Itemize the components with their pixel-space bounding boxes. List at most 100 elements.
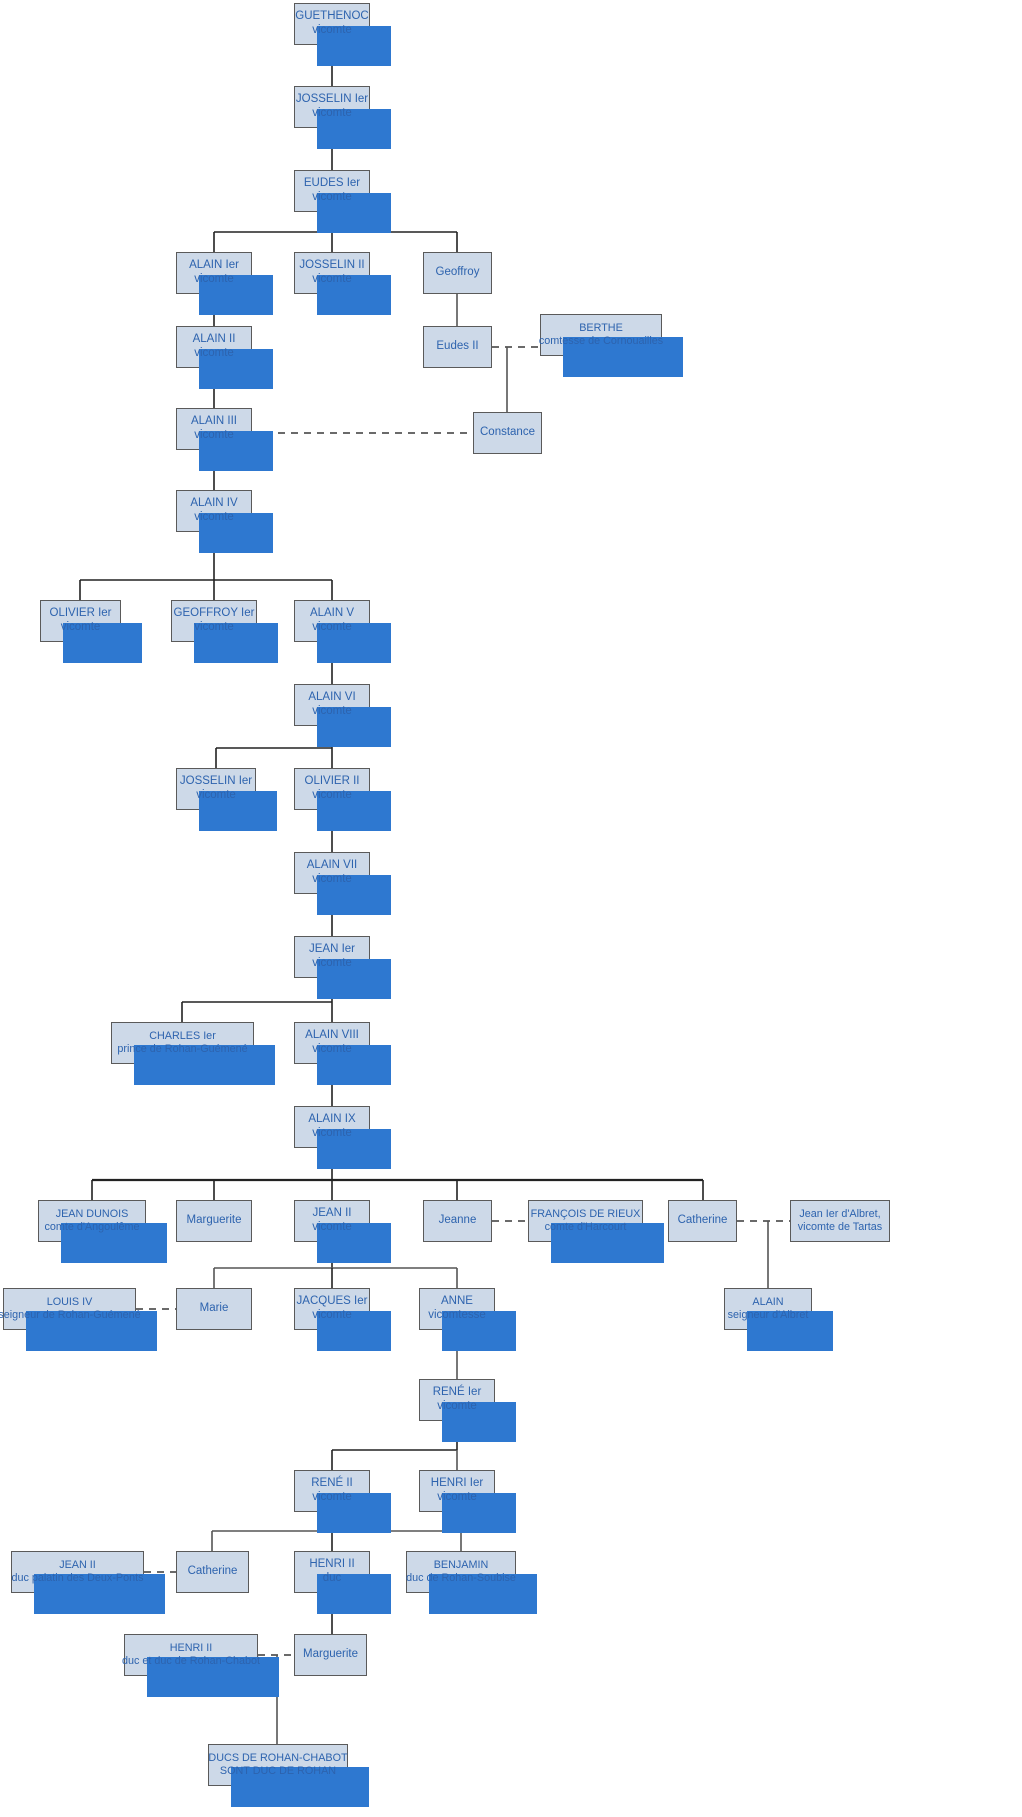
node-catherine2[interactable]: Catherine (176, 1551, 249, 1593)
node-alain1-primary-label: ALAIN Ier (189, 259, 239, 272)
node-francois-primary-label: FRANÇOIS DE RIEUX (530, 1208, 641, 1221)
node-alain5-secondary-label: vicomte (312, 621, 352, 633)
node-eudes1-secondary-label: vicomte (312, 191, 352, 203)
node-alain3-secondary-label: vicomte (194, 429, 234, 441)
node-jeanalbret[interactable]: Jean Ier d'Albret,vicomte de Tartas (790, 1200, 890, 1242)
node-henri1-secondary-label: vicomte (437, 1491, 477, 1503)
node-marguerite1-primary-label: Marguerite (186, 1214, 242, 1227)
node-jean1-secondary-label: vicomte (312, 957, 352, 969)
node-josselin2-secondary-label: vicomte (312, 273, 352, 285)
node-rene2-secondary-label: vicomte (312, 1491, 352, 1503)
node-constance[interactable]: Constance (473, 412, 542, 454)
node-alain5-primary-label: ALAIN V (309, 607, 355, 620)
node-eudes2[interactable]: Eudes II (423, 326, 492, 368)
node-alain8-secondary-label: vicomte (312, 1043, 352, 1055)
node-rene1-primary-label: RENÉ Ier (432, 1386, 482, 1399)
node-jean1-primary-label: JEAN Ier (308, 943, 355, 956)
node-geoffroy1-secondary-label: vicomte (194, 621, 234, 633)
node-alain7-primary-label: ALAIN VII (306, 859, 358, 872)
node-eudes2-primary-label: Eudes II (436, 340, 479, 353)
node-henri2duc-primary-label: HENRI II (309, 1558, 355, 1571)
node-marie-primary-label: Marie (199, 1302, 229, 1315)
node-eudes1-primary-label: EUDES Ier (303, 177, 361, 190)
node-catherine1[interactable]: Catherine (668, 1200, 737, 1242)
node-jeandunois-primary-label: JEAN DUNOIS (55, 1208, 129, 1221)
node-jeanalbret-primary-label: Jean Ier d'Albret, (799, 1208, 881, 1221)
node-francois-secondary-label: comte d'Harcourt (544, 1221, 627, 1233)
node-josselin1-primary-label: JOSSELIN Ier (295, 93, 369, 106)
node-constance-primary-label: Constance (480, 426, 535, 439)
node-anne-primary-label: ANNE (441, 1295, 473, 1308)
node-alain2-secondary-label: vicomte (194, 347, 234, 359)
node-marguerite1[interactable]: Marguerite (176, 1200, 252, 1242)
node-olivier1-secondary-label: vicomte (60, 621, 101, 633)
node-marie[interactable]: Marie (176, 1288, 252, 1330)
node-catherine1-primary-label: Catherine (677, 1214, 728, 1227)
node-marguerite2-primary-label: Marguerite (303, 1648, 358, 1661)
node-alainalbret-secondary-label: seigneur d'Albret (727, 1309, 809, 1321)
node-alain3-primary-label: ALAIN III (190, 415, 238, 428)
node-jean2-secondary-label: vicomte (312, 1221, 352, 1233)
node-ducsrc-primary-label: DUCS DE ROHAN-CHABOT (208, 1752, 348, 1765)
node-henri2rc-secondary-label: duc et duc de Rohan-Chabot (121, 1655, 261, 1667)
node-jeanne[interactable]: Jeanne (423, 1200, 492, 1242)
node-jean2dp-secondary-label: duc palatin des Deux-Ponts (11, 1572, 144, 1584)
node-jeanalbret-secondary-label: vicomte de Tartas (797, 1221, 883, 1233)
node-alain8-primary-label: ALAIN VIII (305, 1029, 359, 1042)
node-berthe-primary-label: BERTHE (579, 322, 623, 335)
node-marguerite2[interactable]: Marguerite (294, 1634, 367, 1676)
node-josselin1b-primary-label: JOSSELIN Ier (179, 775, 253, 788)
node-ducsrc-secondary-label: SONT DUC DE ROHAN (219, 1765, 337, 1777)
node-alainalbret-primary-label: ALAIN (752, 1296, 784, 1309)
node-charles1-primary-label: CHARLES Ier (149, 1030, 216, 1043)
node-alain6-secondary-label: vicomte (312, 705, 352, 717)
node-rene2-primary-label: RENÉ II (311, 1477, 353, 1490)
node-josselin1-secondary-label: vicomte (312, 107, 352, 119)
node-josselin2-primary-label: JOSSELIN II (299, 259, 365, 272)
node-jacques1-secondary-label: vicomte (312, 1309, 352, 1321)
node-geoffroy[interactable]: Geoffroy (423, 252, 492, 294)
node-olivier1-primary-label: OLIVIER Ier (49, 607, 112, 620)
node-berthe-secondary-label: comtesse de Cornouailles (538, 335, 664, 347)
node-alain9-secondary-label: vicomte (312, 1127, 352, 1139)
node-alain4-primary-label: ALAIN IV (190, 497, 238, 510)
node-benjamin-primary-label: BENJAMIN (433, 1559, 489, 1572)
